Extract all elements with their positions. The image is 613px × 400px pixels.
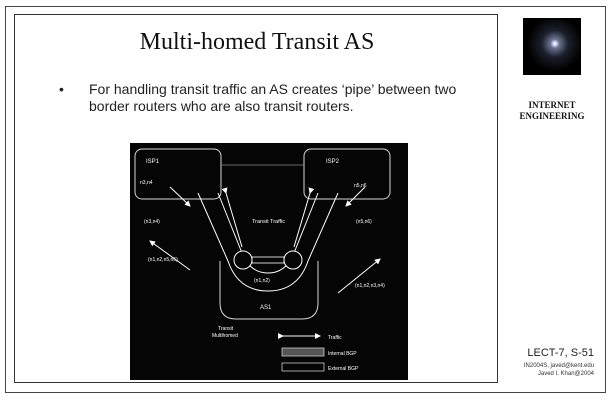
course-title-line2: ENGINEERING xyxy=(519,111,585,121)
legend-ebgp-label: External BGP xyxy=(328,366,359,372)
left-advertisement-label: (n1,n2,n5,n6) xyxy=(148,257,178,263)
left-prefix-label: (n3,n4) xyxy=(144,219,160,225)
caption-transit: Transit xyxy=(218,326,234,332)
transit-traffic-arrow-right xyxy=(293,187,315,248)
ebgp-arrow-left xyxy=(169,186,191,207)
slide-title: Multi-homed Transit AS xyxy=(139,29,375,55)
right-prefix-label: (n5,n6) xyxy=(356,219,372,225)
slide-frame xyxy=(5,6,606,393)
right-advertisement-label: (n1,n2,n3,n4) xyxy=(355,283,385,289)
lecture-number: LECT-7, S-51 xyxy=(527,347,594,359)
transit-traffic-arrow-left xyxy=(221,187,243,248)
border-router-left xyxy=(233,250,253,270)
legend-ibgp-label: Internal BGP xyxy=(328,351,357,357)
pipe-prefix-label: (n1,n2) xyxy=(254,278,270,284)
ebgp-arrow-right xyxy=(345,186,366,207)
isp1-label: ISP1 xyxy=(146,159,160,165)
advertise-arrow-right xyxy=(337,258,381,294)
advertise-arrow-left xyxy=(149,240,191,271)
transit-traffic-label: Transit Traffic xyxy=(252,219,285,225)
border-router-right xyxy=(283,250,303,270)
legend-ibgp-swatch xyxy=(281,347,325,357)
course-title-line1: INTERNET xyxy=(528,100,576,110)
legend-traffic-label: Traffic xyxy=(328,335,342,341)
isp2-networks: n5,n6 xyxy=(354,183,367,189)
course-title: INTERNET ENGINEERING xyxy=(502,100,602,122)
transit-pipe-outer xyxy=(197,192,339,292)
author-credit: Javed I. Khan@2004 xyxy=(537,371,594,377)
isp1-box xyxy=(134,148,222,200)
diagram-background xyxy=(130,143,408,380)
galaxy-logo xyxy=(523,18,581,75)
legend-ebgp-swatch xyxy=(281,362,325,372)
as1-label: AS1 xyxy=(260,305,272,311)
as1-boundary xyxy=(219,261,319,320)
course-contact: IN2004S, javed@kent.edu xyxy=(523,363,594,369)
main-panel: Multi-homed Transit AS • For handling tr… xyxy=(14,14,498,383)
isp2-label: ISP2 xyxy=(326,159,340,165)
ibgp-pipe xyxy=(251,256,285,264)
isp1-networks: n3,n4 xyxy=(140,180,153,186)
bullet-text: For handling transit traffic an AS creat… xyxy=(89,81,457,114)
side-panel: INTERNET ENGINEERING LECT-7, S-51 IN2004… xyxy=(502,14,602,383)
caption-multihomed: Multihomed xyxy=(212,333,238,339)
transit-as-diagram: ISP1 ISP2 n3,n4 n5,n6 AS1 Transit Traffi… xyxy=(130,143,408,380)
bullet-marker: • xyxy=(59,81,64,97)
isp2-box xyxy=(303,148,391,200)
